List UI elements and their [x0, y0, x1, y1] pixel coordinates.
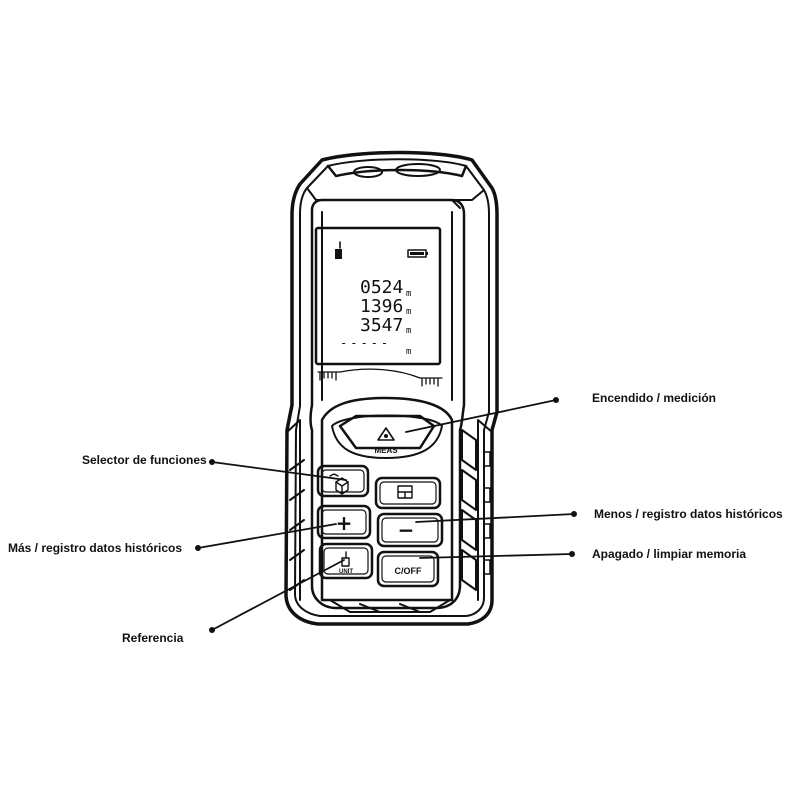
leader-power-measure: [405, 399, 557, 433]
side-grips: [286, 419, 493, 613]
area-icon: [397, 485, 413, 499]
callout-plus-history: Más / registro datos históricos: [8, 541, 183, 555]
unit-reference-button[interactable]: UNIT: [318, 542, 374, 580]
callout-reference: Referencia: [122, 631, 184, 645]
callout-leaders: [195, 397, 577, 633]
clear-off-label: C/OFF: [395, 566, 422, 576]
callout-minus-history: Menos / registro datos históricos: [594, 507, 783, 521]
front-plate: [309, 198, 466, 610]
lcd-row-1-value: 0524: [360, 277, 403, 298]
cube-function-icon: [329, 473, 349, 495]
battery-icon: [407, 249, 428, 258]
lcd-screen: [314, 226, 443, 387]
clear-off-button[interactable]: C/OFF: [376, 550, 440, 588]
lcd-row-1-unit: m: [406, 289, 411, 299]
lcd-row-4-value: -----: [340, 336, 391, 350]
lcd-row-2-value: 1396: [360, 296, 403, 317]
lcd-row-4-unit: m: [406, 347, 411, 357]
lcd-row-2-unit: m: [406, 307, 411, 317]
reference-point-icon: [341, 551, 350, 567]
minus-symbol: −: [398, 518, 415, 542]
unit-label: UNIT: [339, 569, 353, 575]
lcd-row-3-value: 3547: [360, 315, 403, 336]
reference-icon: [335, 241, 342, 259]
meas-button[interactable]: MEAS: [338, 414, 436, 455]
minus-button[interactable]: −: [376, 512, 444, 548]
lcd-readouts: 0524 m 1396 m 3547 m ----- m: [340, 277, 411, 357]
leader-off-clear: [419, 553, 573, 559]
callout-off-clear: Apagado / limpiar memoria: [592, 547, 747, 561]
laser-dot-icon: [377, 427, 395, 441]
leader-plus-history: [197, 523, 337, 549]
lcd-row-3-unit: m: [406, 326, 411, 336]
callout-function-selector: Selector de funciones: [82, 453, 207, 467]
leader-reference: [211, 559, 345, 631]
leader-minus-history: [415, 513, 575, 523]
plus-button[interactable]: +: [316, 504, 372, 540]
plus-symbol: +: [336, 511, 353, 535]
scale-ticks: [317, 368, 443, 387]
area-button[interactable]: [374, 476, 442, 510]
meas-label: MEAS: [374, 446, 398, 455]
callout-power-measure: Encendido / medición: [592, 391, 717, 405]
leader-function-selector: [211, 461, 347, 481]
function-selector-button[interactable]: [316, 464, 370, 498]
